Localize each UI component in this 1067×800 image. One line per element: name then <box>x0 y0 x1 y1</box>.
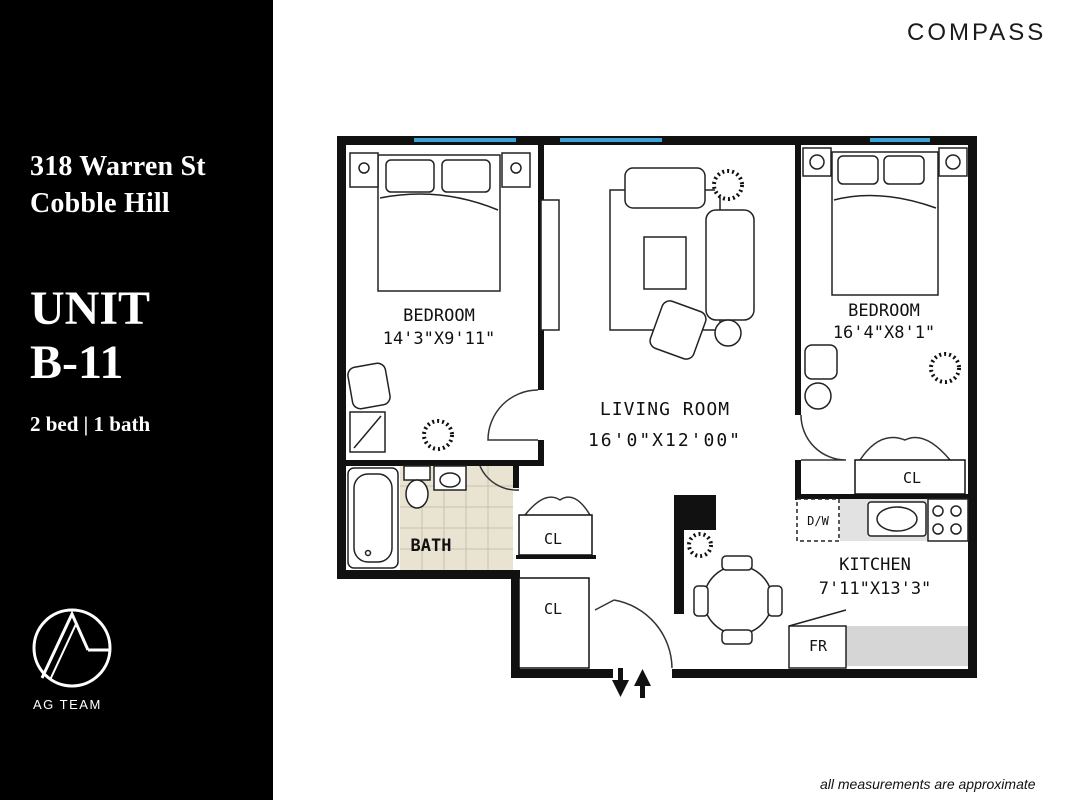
armchair-right <box>804 344 838 410</box>
kitchen-name: KITCHEN <box>839 555 911 575</box>
kitchen-dims: 7'11"X13'3" <box>819 579 932 599</box>
living-room-furniture <box>609 167 755 360</box>
bedroom-right-name: BEDROOM <box>848 301 920 321</box>
bed-right <box>831 151 939 296</box>
footer-note: all measurements are approximate <box>820 776 1036 792</box>
address-street: 318 Warren St <box>30 151 206 182</box>
plant-right <box>929 352 961 384</box>
address-neighborhood: Cobble Hill <box>30 188 170 219</box>
living-room-name: LIVING ROOM <box>600 399 730 420</box>
bath-fixtures <box>347 465 467 569</box>
dining-set <box>693 555 783 645</box>
dishwasher-label: D/W <box>807 514 829 528</box>
plant-left <box>422 419 454 451</box>
bedroom-left-dims: 14'3"X9'11" <box>383 329 496 349</box>
closet-lower-name: CL <box>544 600 562 618</box>
nightstands-left <box>349 152 531 188</box>
closet-lower <box>518 577 590 669</box>
kitchen-fixtures <box>788 498 969 669</box>
unit-heading: UNIT B-11 <box>30 282 150 390</box>
bedroom-left-name: BEDROOM <box>403 306 475 326</box>
logo-text: AG TEAM <box>33 697 102 712</box>
bed-left <box>377 154 501 292</box>
bedroom-right-dims: 16'4"X8'1" <box>833 323 935 343</box>
closet-right <box>854 459 966 495</box>
door-swings <box>479 389 951 669</box>
compass-wordmark: COMPASS <box>907 19 1047 46</box>
tv-console <box>540 199 560 331</box>
plant-kitchen <box>687 532 713 558</box>
armchair-left <box>347 362 391 453</box>
entry-arrows-icon <box>612 668 651 698</box>
unit-number: B-11 <box>30 336 124 389</box>
living-room-dims: 16'0"X12'00" <box>588 430 742 451</box>
nightstands-right <box>802 147 968 177</box>
fridge-label: FR <box>809 637 828 655</box>
sidebar: 318 Warren St Cobble Hill UNIT B-11 2 be… <box>0 0 273 800</box>
closet-right-name: CL <box>903 469 921 487</box>
ag-team-logo-icon <box>32 608 112 688</box>
plant-living <box>712 169 744 201</box>
bath-name: BATH <box>411 536 452 556</box>
kitchen-counter-lower <box>846 626 968 666</box>
unit-label: UNIT <box>30 282 151 335</box>
closet-upper-name: CL <box>544 530 562 548</box>
bed-bath-count: 2 bed | 1 bath <box>30 412 151 436</box>
property-address: 318 Warren St Cobble Hill <box>30 148 206 222</box>
closet-upper <box>518 514 593 556</box>
